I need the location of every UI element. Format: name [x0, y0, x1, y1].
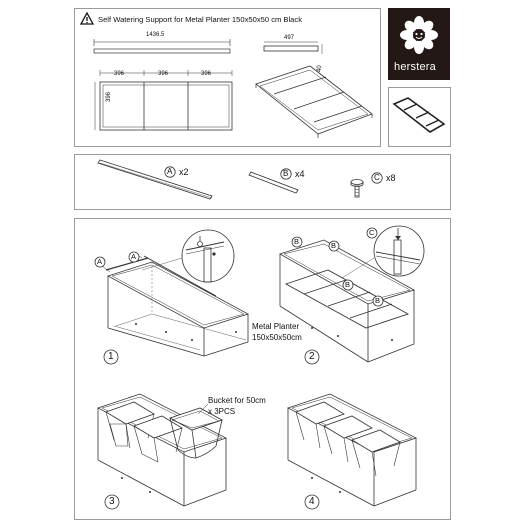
step-4-drawing: [286, 393, 418, 507]
preview-frame-drawing: [392, 97, 446, 133]
step-2-label-b4: B: [375, 296, 381, 305]
step-3-number-circle: [104, 494, 120, 510]
part-a-bar: [97, 159, 213, 200]
step-2-detail-zoom: [341, 225, 425, 279]
bucket-label-line2: x 3PCS: [208, 407, 236, 416]
step-3-number: 3: [109, 496, 115, 507]
dim-segment-3: 396: [201, 71, 212, 77]
brand-name: herstera: [394, 61, 436, 73]
part-a-quantity: x2: [179, 167, 189, 177]
long-bar-drawing: [93, 39, 231, 54]
step-1-number: 1: [108, 351, 114, 362]
step-2-label-b1: B: [294, 237, 300, 246]
parts-panel: [74, 154, 451, 210]
document-title: Self Watering Support for Metal Planter …: [98, 15, 303, 24]
frame-top-view: [94, 70, 233, 131]
step-1-number-circle: [103, 349, 119, 365]
step-1-drawing: [101, 253, 250, 357]
step-2-label-b2-circle: [328, 240, 340, 252]
step-1-label-a1: A: [97, 257, 103, 266]
step-2-label-c: C: [369, 228, 375, 237]
step-2-number-circle: [304, 349, 320, 365]
bucket-label-line1: Bucket for 50cm: [208, 396, 266, 405]
part-c-quantity: x8: [386, 173, 396, 183]
step-2-label-c-circle: [366, 227, 378, 239]
step-1-label-a2: A: [131, 252, 137, 261]
step-2-label-b4-circle: [372, 295, 384, 307]
screw-icon: [350, 179, 364, 198]
flower-icon: [400, 16, 438, 54]
step-1-label-a1-circle: [94, 256, 106, 268]
step-3-drawing: [96, 393, 228, 507]
part-b-label-circle: [280, 168, 292, 180]
dim-segment-1: 396: [114, 71, 125, 77]
dimensions-panel: [74, 8, 381, 147]
dim-width: 497: [284, 35, 295, 41]
step-2-label-b2: B: [331, 241, 337, 250]
step-2-label-b1-circle: [291, 236, 303, 248]
part-b-quantity: x4: [295, 169, 305, 179]
warning-icon: [79, 11, 95, 25]
step-1-label-a2-circle: [128, 251, 140, 263]
planter-label-line2: 150x50x50cm: [252, 333, 302, 342]
step-1-detail-zoom: [141, 229, 235, 283]
bucket-leader-line: [197, 403, 209, 415]
step-2-label-b3: B: [345, 280, 351, 289]
step-2-number: 2: [309, 351, 315, 362]
dim-height: 396: [106, 91, 112, 102]
part-a-letter: A: [167, 167, 173, 176]
frame-isometric-view: [255, 65, 373, 138]
step-4-number-circle: [304, 494, 320, 510]
part-b-bar: [248, 171, 299, 194]
step-4-number: 4: [309, 496, 315, 507]
part-c-letter: C: [374, 173, 380, 182]
step-2-label-b3-circle: [342, 279, 354, 291]
brand-logo: herstera: [388, 8, 450, 80]
part-c-label-circle: [371, 172, 383, 184]
part-b-letter: B: [283, 169, 289, 178]
step-2-drawing: [279, 239, 416, 363]
dim-segment-2: 396: [158, 71, 169, 77]
side-profile-drawing: [263, 41, 323, 54]
dim-overall-length: 1436.5: [146, 32, 165, 38]
part-a-label-circle: [164, 166, 176, 178]
planter-label-line1: Metal Planter: [252, 322, 300, 331]
